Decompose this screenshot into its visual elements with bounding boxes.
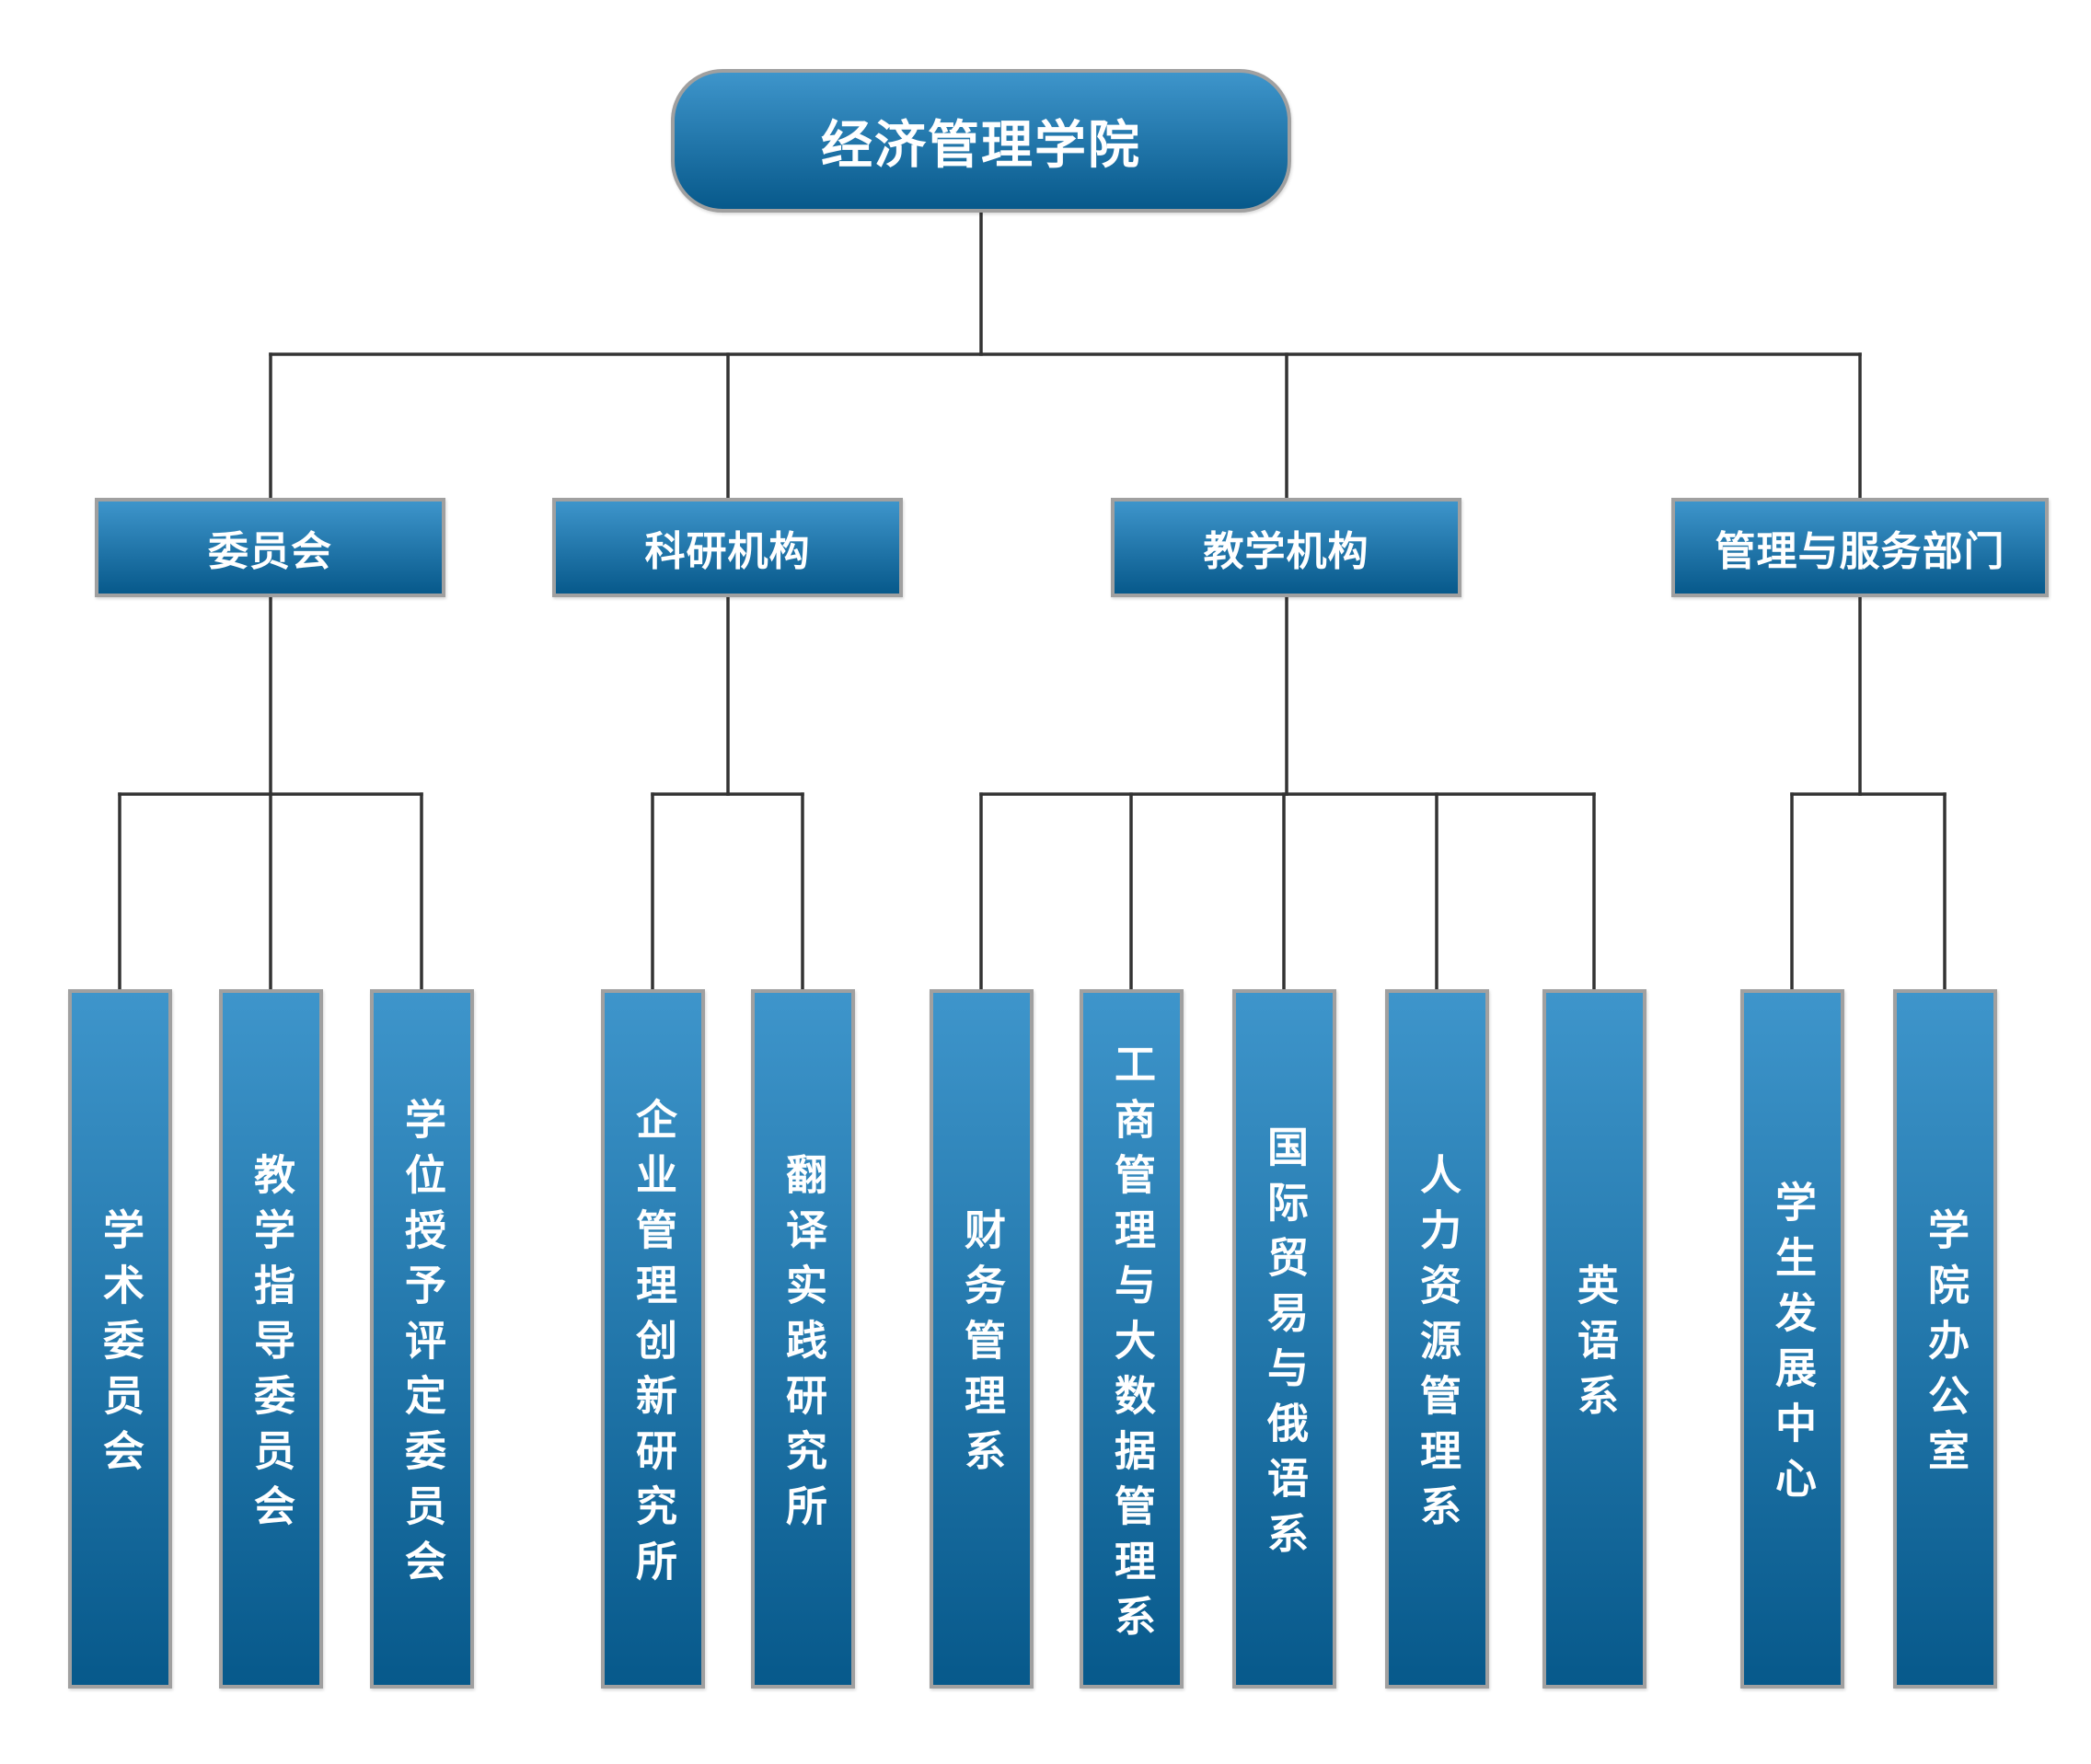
unit-label: 学位授予评定委员会 [399, 1097, 445, 1595]
department-label: 委员会 [208, 529, 332, 574]
unit-label: 教学指导委员会 [248, 1152, 295, 1539]
unit-box: 国际贸易与俄语系 [1232, 989, 1336, 1689]
unit-label: 工商管理与大数据管理系 [1108, 1042, 1155, 1650]
department-box-research: 科研机构 [552, 498, 903, 597]
department-box-teaching: 教学机构 [1111, 498, 1461, 597]
unit-box: 翻译实践研究所 [751, 989, 855, 1689]
unit-label: 学术委员会 [97, 1207, 144, 1484]
unit-label: 财务管理系 [958, 1207, 1005, 1484]
unit-box: 企业管理创新研究所 [601, 989, 705, 1689]
unit-label: 人力资源管理系 [1414, 1152, 1461, 1539]
unit-label: 学院办公室 [1922, 1207, 1969, 1484]
unit-label: 企业管理创新研究所 [630, 1097, 676, 1595]
department-box-service: 管理与服务部门 [1671, 498, 2049, 597]
department-box-committee: 委员会 [95, 498, 445, 597]
unit-label: 国际贸易与俄语系 [1261, 1124, 1308, 1567]
unit-box: 英语系 [1542, 989, 1646, 1689]
unit-label: 翻译实践研究所 [780, 1152, 826, 1539]
department-label: 教学机构 [1203, 529, 1369, 574]
unit-label: 英语系 [1571, 1262, 1618, 1429]
unit-box: 学位授予评定委员会 [370, 989, 474, 1689]
unit-box: 教学指导委员会 [219, 989, 323, 1689]
unit-box: 学院办公室 [1893, 989, 1997, 1689]
unit-box: 工商管理与大数据管理系 [1080, 989, 1184, 1689]
department-label: 管理与服务部门 [1715, 529, 2005, 574]
unit-box: 学生发展中心 [1740, 989, 1844, 1689]
root-node-box: 经济管理学院 [671, 69, 1291, 213]
unit-label: 学生发展中心 [1769, 1180, 1816, 1512]
unit-box: 财务管理系 [930, 989, 1034, 1689]
root-node-label: 经济管理学院 [821, 115, 1141, 174]
unit-box: 学术委员会 [68, 989, 172, 1689]
unit-box: 人力资源管理系 [1385, 989, 1489, 1689]
department-label: 科研机构 [644, 529, 811, 574]
